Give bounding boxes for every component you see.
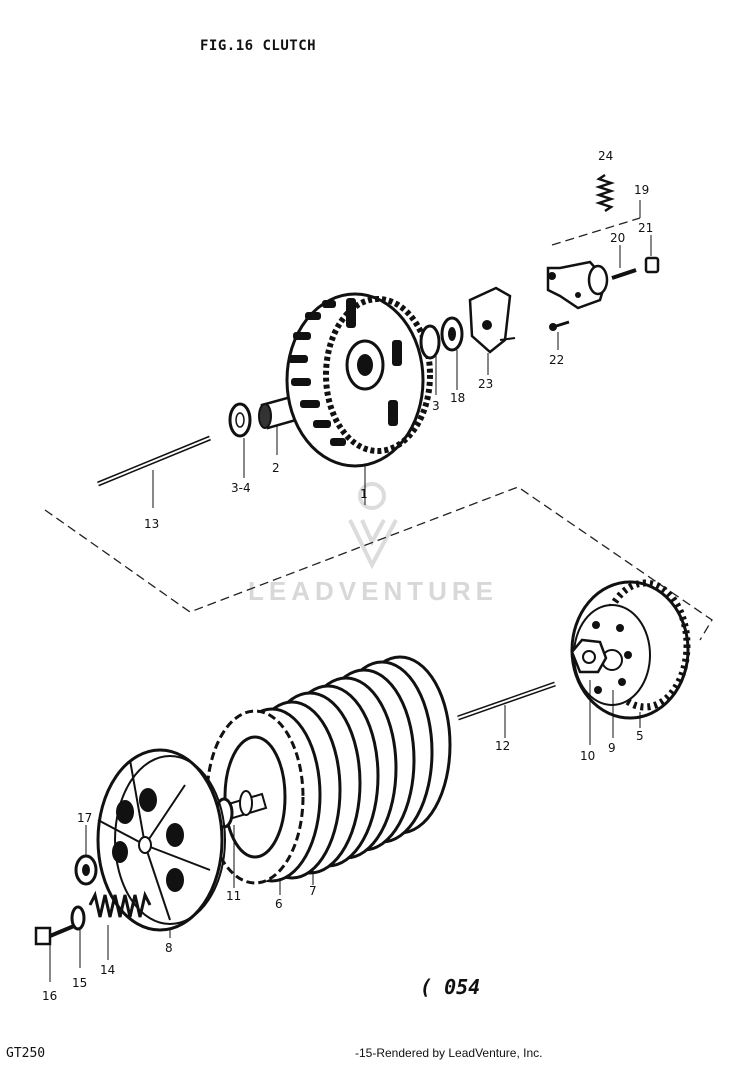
callout-17: 17	[77, 811, 92, 825]
callout-9: 9	[608, 741, 616, 755]
callout-12: 12	[495, 739, 510, 753]
part-13-pushrod	[97, 435, 211, 508]
callout-18: 18	[450, 391, 465, 405]
callout-1: 1	[360, 487, 368, 501]
part-1-clutch-housing	[285, 292, 433, 505]
callout-5: 5	[636, 729, 644, 743]
callout-2: 2	[272, 461, 280, 475]
part-23-release-cam	[468, 286, 516, 375]
callout-11: 11	[226, 889, 241, 903]
callout-20: 20	[610, 231, 625, 245]
part-19-release-assembly	[546, 200, 641, 310]
callout-22: 22	[549, 353, 564, 367]
callout-14: 14	[100, 963, 115, 977]
callout-23: 23	[478, 377, 493, 391]
part-14-spring	[88, 890, 152, 960]
part-21-nut	[644, 235, 660, 274]
part-17-washer	[74, 825, 98, 886]
part-18-washer	[440, 316, 464, 390]
callout-19: 19	[634, 183, 649, 197]
callout-3-4: 3-4	[231, 481, 251, 495]
watermark-text: LEADVENTURE	[248, 576, 498, 606]
part-15-washer	[70, 905, 86, 968]
callout-21: 21	[638, 221, 653, 235]
callout-13: 13	[144, 517, 159, 531]
part-22-screw	[549, 320, 570, 350]
part-24-spring	[595, 173, 615, 213]
callout-7: 7	[309, 884, 317, 898]
assembly-guide-lines	[44, 217, 713, 641]
part-3-washer	[419, 324, 441, 395]
part-20-bolt	[611, 245, 637, 280]
footer-credit: -15-Rendered by LeadVenture, Inc.	[355, 1046, 543, 1060]
callout-16: 16	[42, 989, 57, 1003]
part-10-hub-nut	[570, 638, 608, 745]
model-label: GT250	[6, 1046, 46, 1061]
part-3-4-thrust-washer	[228, 402, 252, 478]
callout-8: 8	[165, 941, 173, 955]
callout-24: 24	[598, 149, 613, 163]
callout-6: 6	[275, 897, 283, 911]
page-code: ( 054	[420, 975, 481, 999]
page-title: FIG.16 CLUTCH	[200, 38, 317, 54]
callout-3: 3	[432, 399, 440, 413]
part-8-pressure-plate	[96, 748, 226, 938]
watermark-logo-icon	[348, 482, 398, 570]
callout-15: 15	[72, 976, 87, 990]
callout-10: 10	[580, 749, 595, 763]
part-6-7-clutch-plates	[205, 655, 452, 895]
part-16-bolt	[34, 924, 75, 982]
part-12-pushrod	[457, 681, 556, 738]
